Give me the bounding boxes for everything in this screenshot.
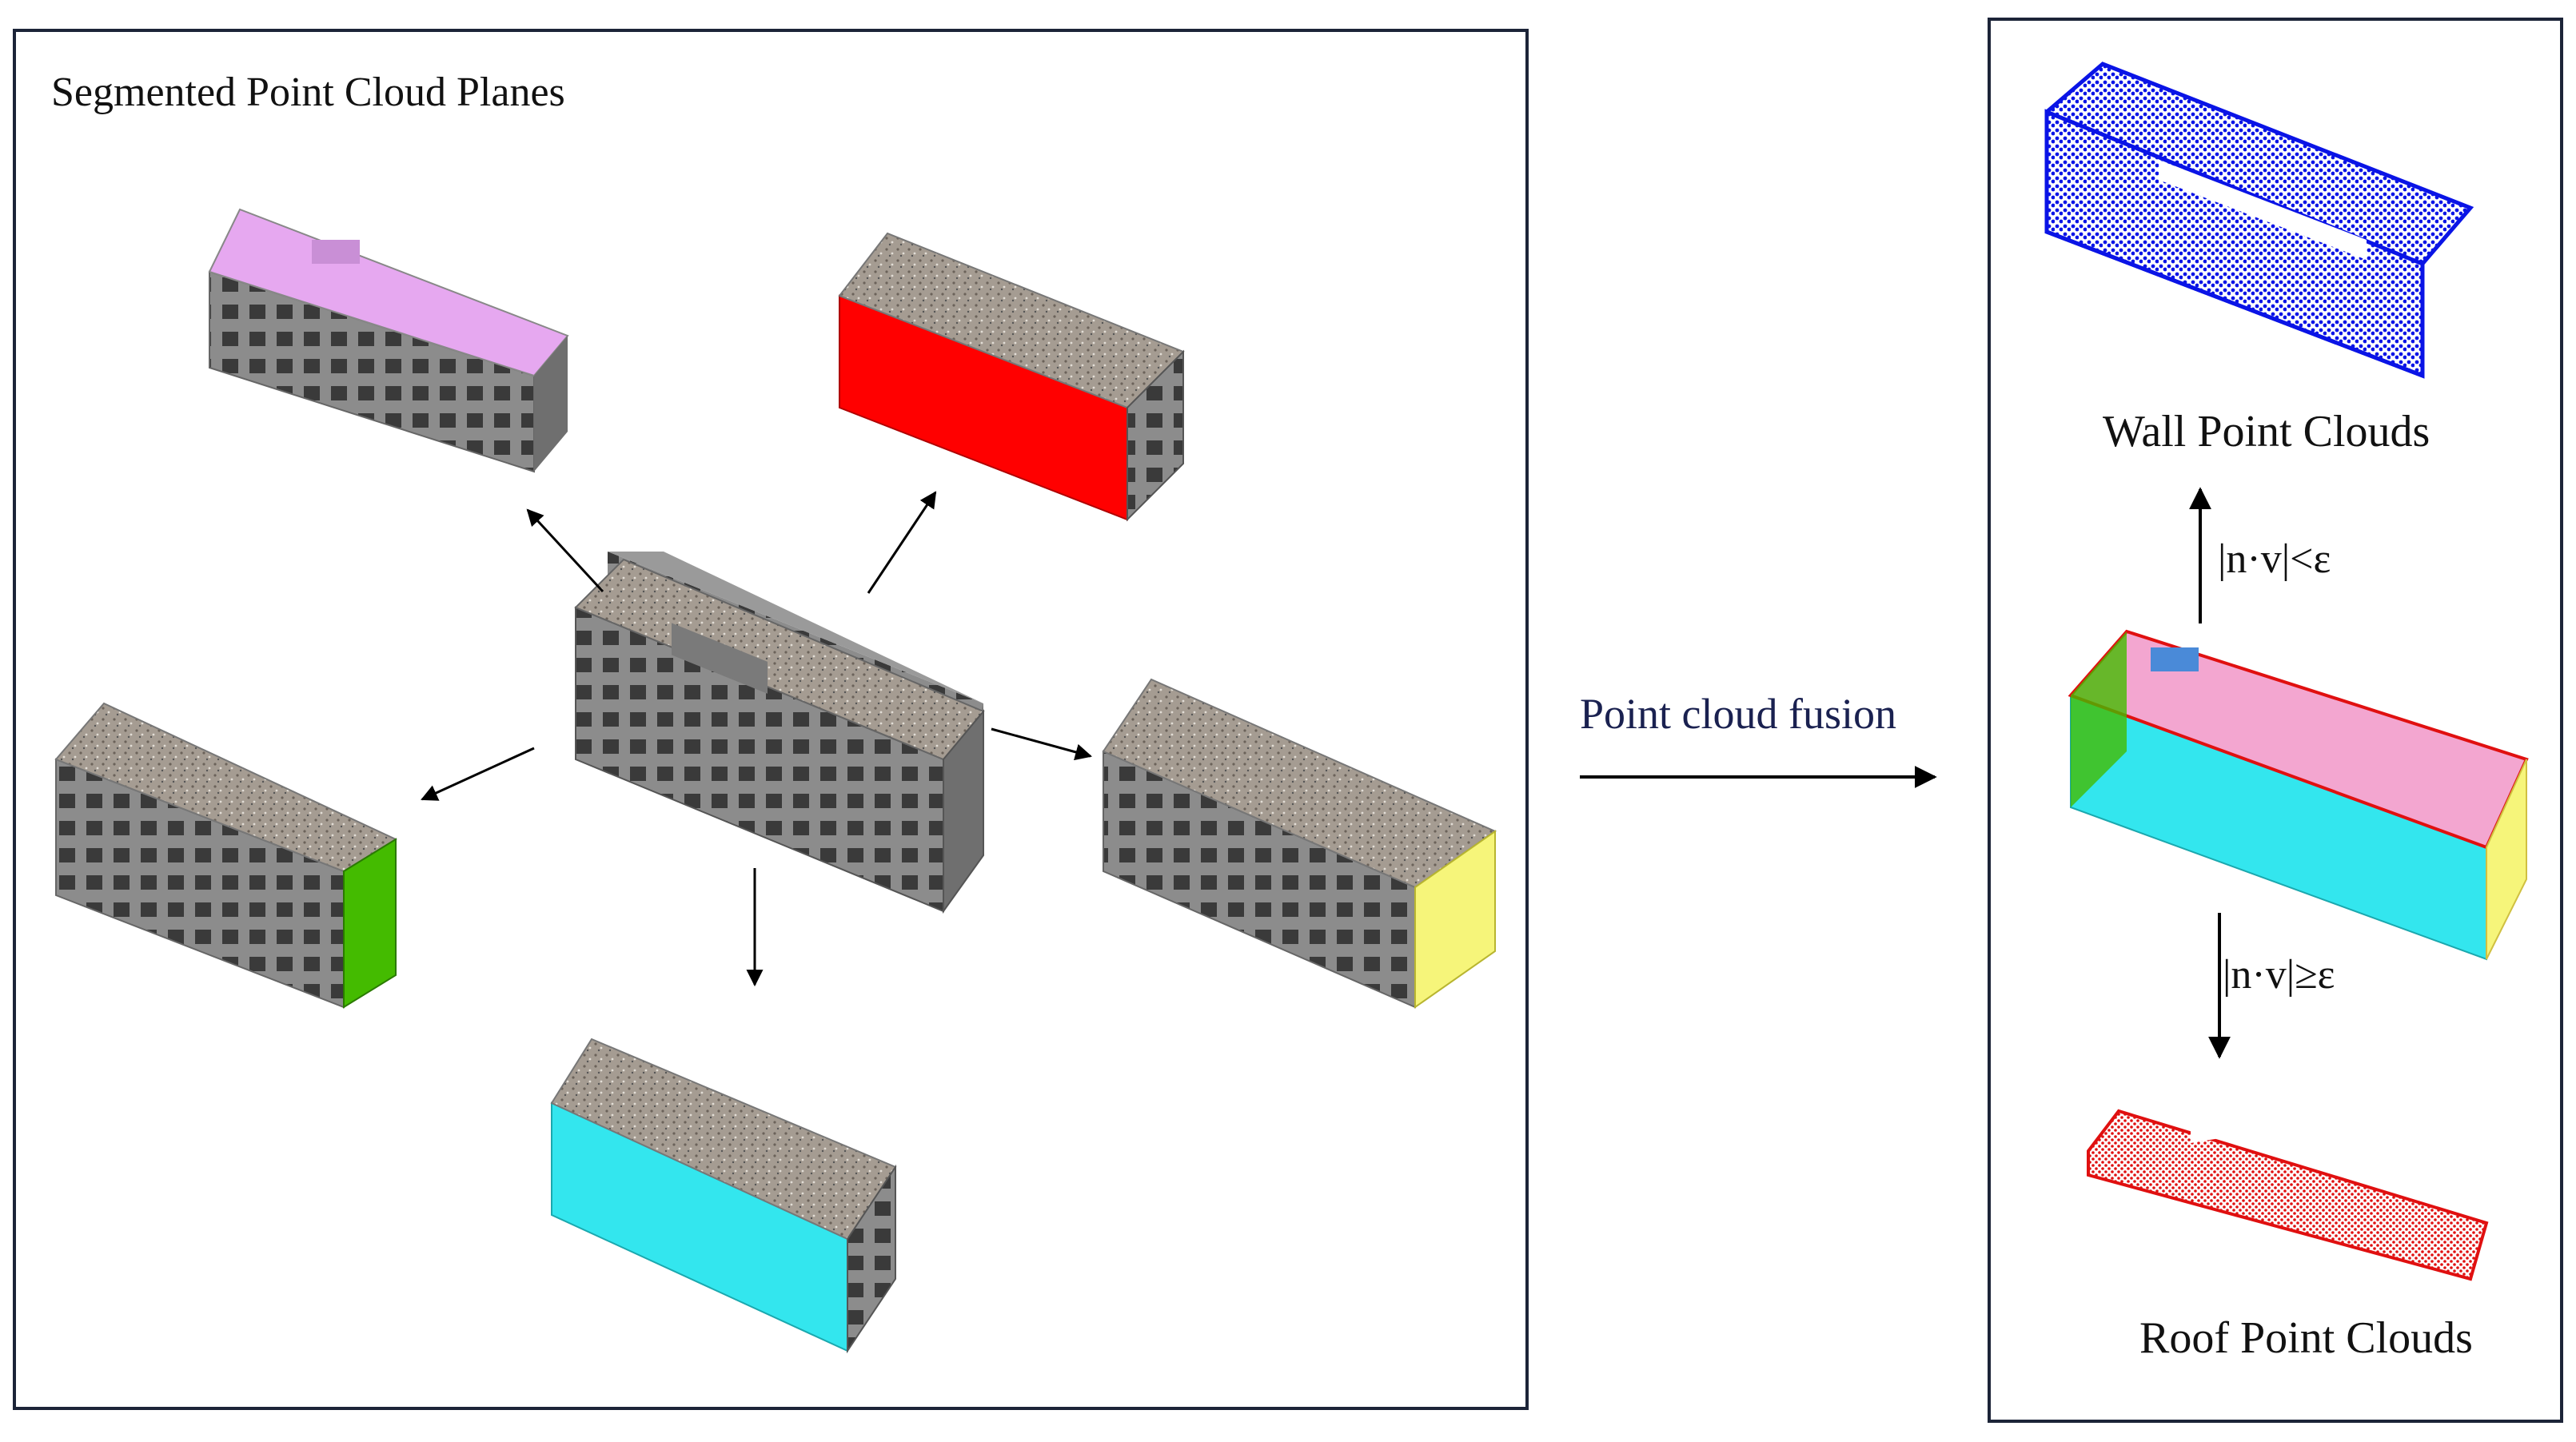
arrow-to-mid-left [421, 747, 535, 801]
wall-point-cloud [2044, 62, 2474, 379]
building-wall-plane-yellow [1102, 678, 1497, 1009]
building-wall-plane-green [54, 702, 398, 1009]
fused-point-cloud [2068, 629, 2529, 961]
roof-point-clouds-label: Roof Point Clouds [2139, 1313, 2473, 1363]
classification-panel [1988, 18, 2563, 1423]
segmented-planes-panel [13, 29, 1529, 1410]
building-wall-plane-red [838, 232, 1185, 522]
arrow-to-top-left [526, 508, 604, 593]
building-wall-plane-cyan [550, 1038, 897, 1354]
roof-point-cloud [2087, 1103, 2489, 1281]
roof-condition-label: |n·v|≥ε [2223, 952, 2335, 998]
wall-point-clouds-label: Wall Point Clouds [2103, 407, 2430, 456]
arrow-to-mid-right [991, 727, 1093, 761]
left-panel-title: Segmented Point Cloud Planes [51, 70, 565, 115]
arrow-to-top-right [867, 491, 937, 594]
wall-condition-label: |n·v|<ε [2218, 536, 2331, 582]
center-building [574, 552, 985, 914]
fusion-label: Point cloud fusion [1580, 690, 1897, 738]
building-roof-plane-pink [208, 208, 569, 473]
